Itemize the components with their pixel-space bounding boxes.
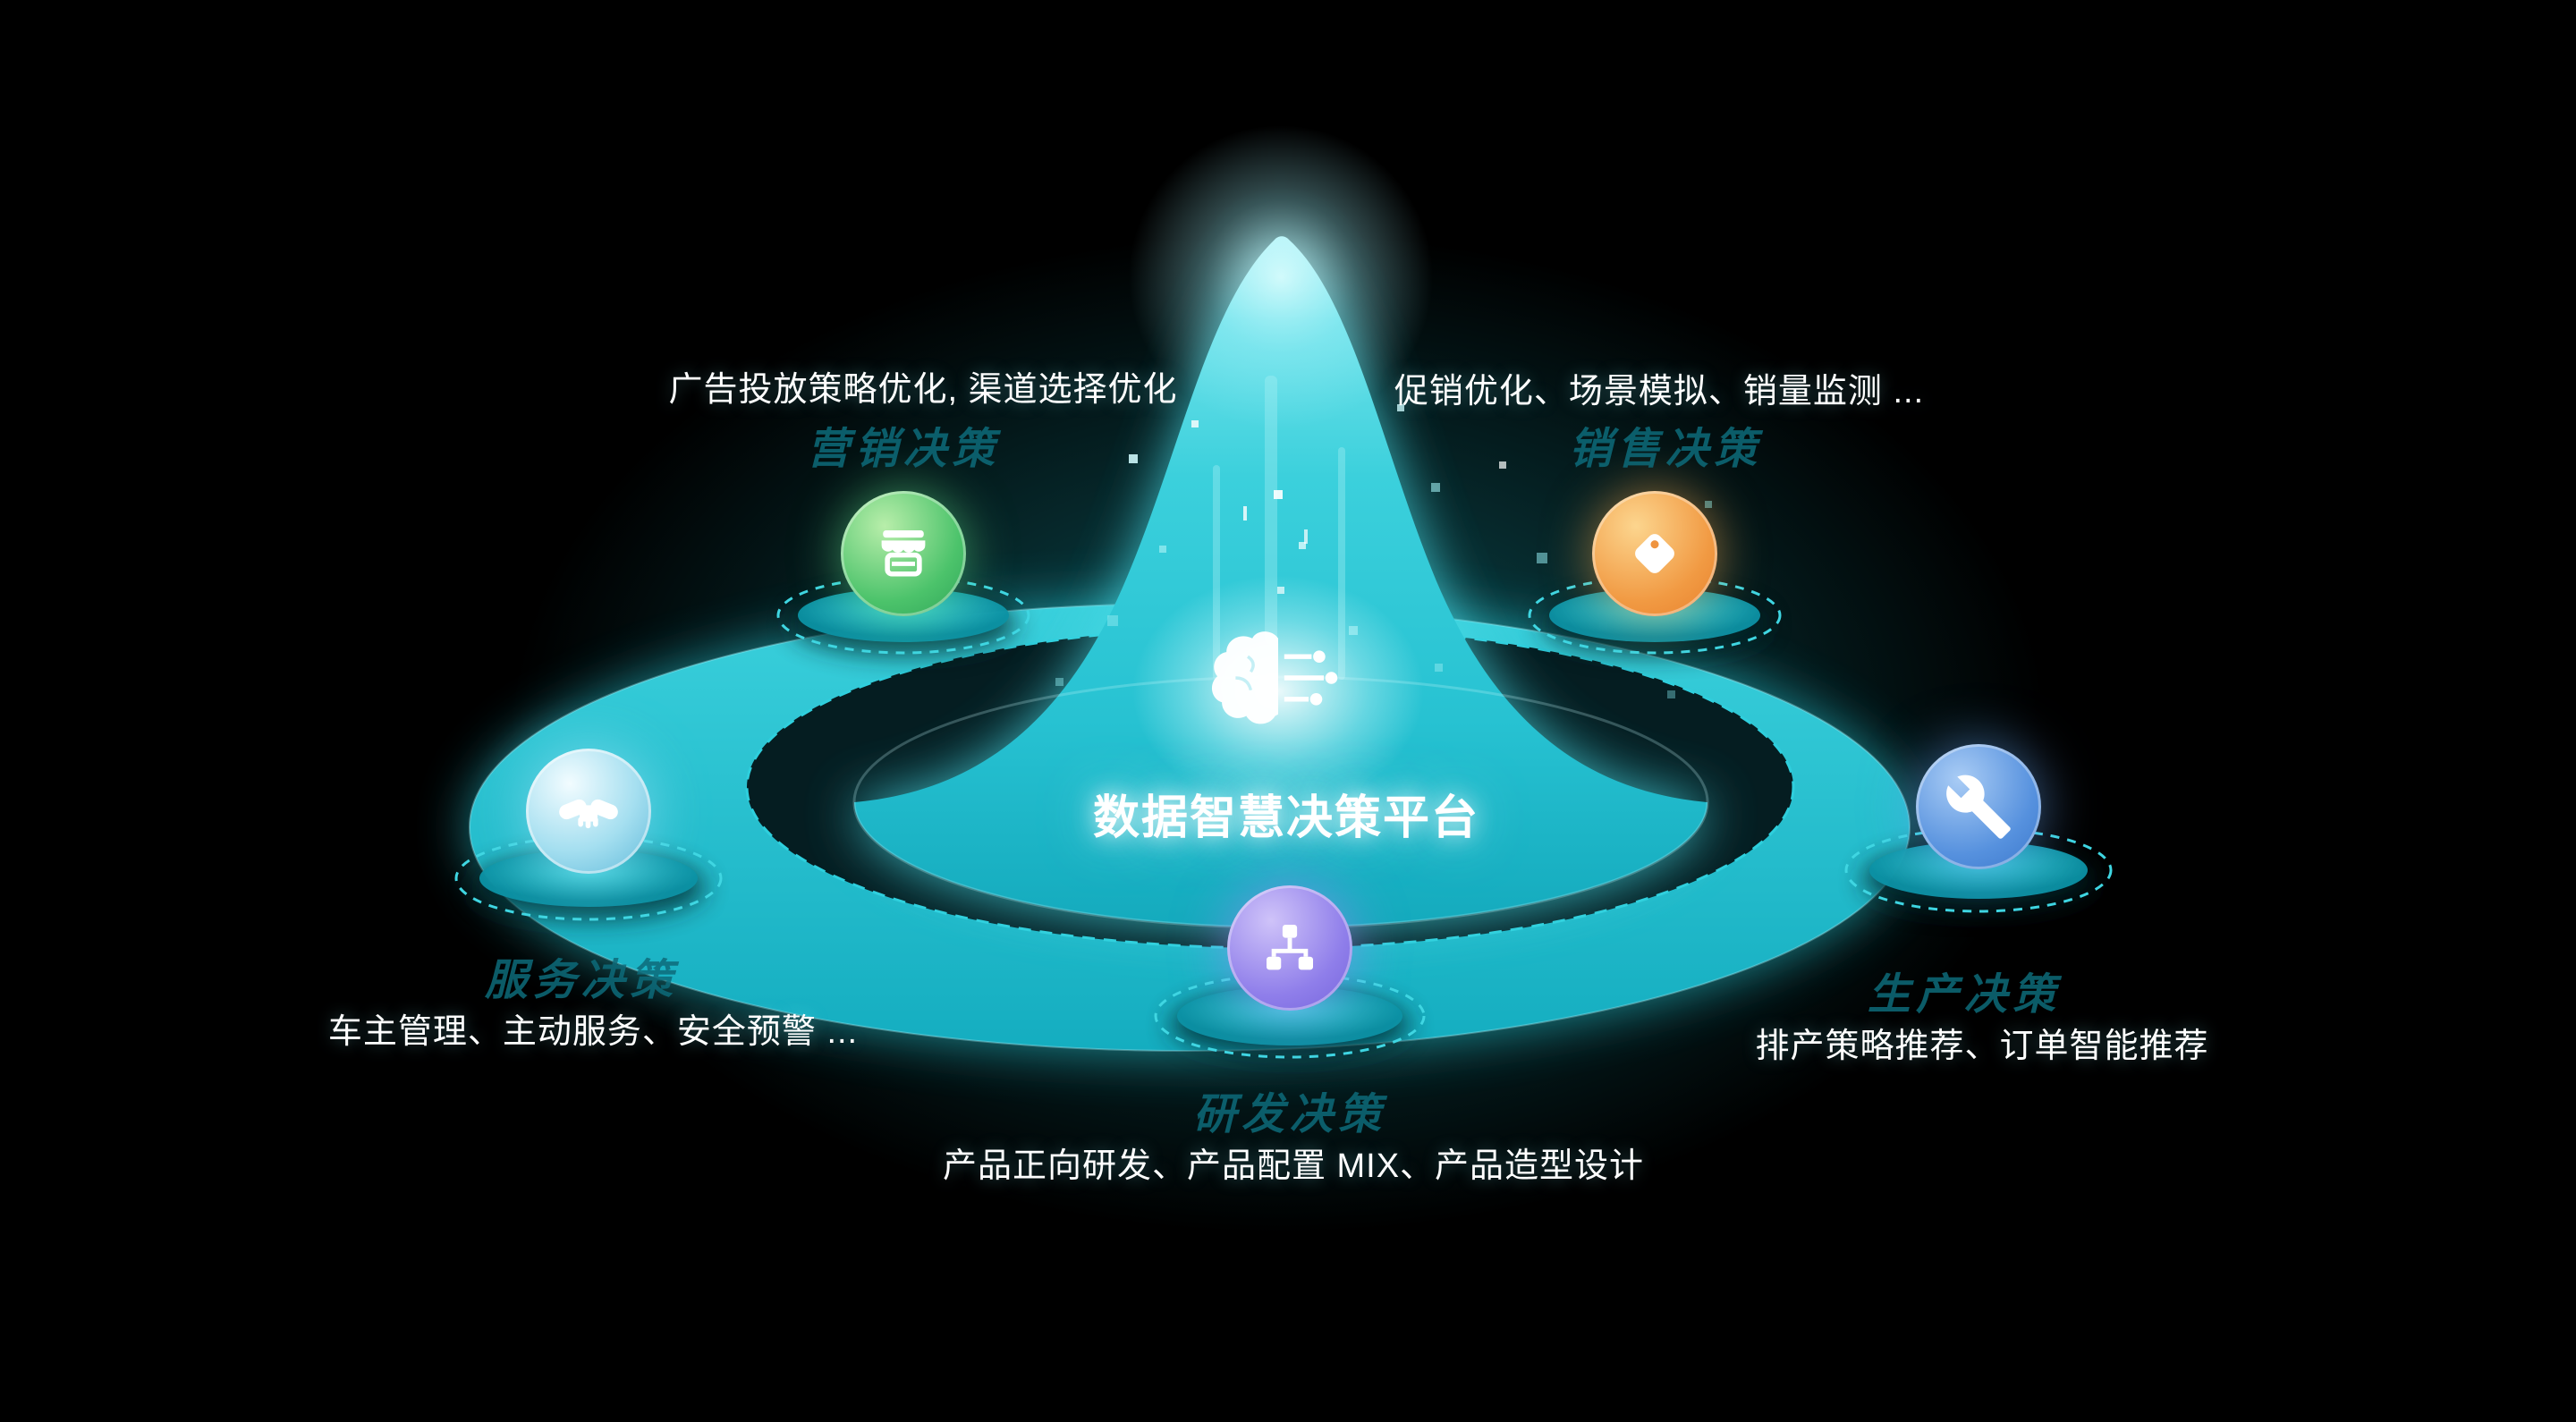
- service-label: 服务决策: [484, 957, 679, 1004]
- production-desc: 排产策略推荐、订单智能推荐: [1755, 1028, 2209, 1065]
- platform-production: [1844, 827, 2113, 913]
- sales-label: 销售决策: [1568, 426, 1763, 473]
- production-label: 生产决策: [1867, 971, 2062, 1019]
- platform-marketing: [776, 576, 1030, 655]
- platform-title: 数据智慧决策平台: [1092, 792, 1480, 844]
- marketing-label: 营销决策: [806, 426, 1001, 473]
- platform-rnd: [1154, 973, 1426, 1059]
- service-desc: 车主管理、主动服务、安全预警 ...: [327, 1013, 859, 1051]
- handshake-icon: [559, 799, 618, 829]
- peak-glow: [1129, 125, 1433, 429]
- price-tag-icon: [1635, 534, 1674, 573]
- marketing-desc: 广告投放策略优化, 渠道选择优化: [668, 371, 1178, 409]
- production-node: [1916, 744, 2041, 869]
- platform-service: [454, 835, 723, 921]
- wrench-icon: [1946, 774, 2011, 839]
- hierarchy-icon: [1267, 925, 1313, 970]
- rnd-desc: 产品正向研发、产品配置 MIX、产品造型设计: [942, 1147, 1645, 1185]
- rnd-node: [1227, 885, 1352, 1011]
- brain-circuit-icon: [1211, 631, 1338, 724]
- storefront-icon: [881, 530, 926, 577]
- sales-node: [1592, 491, 1717, 616]
- rnd-label: 研发决策: [1192, 1091, 1387, 1138]
- sales-desc: 促销优化、场景模拟、销量监测 ...: [1394, 373, 1925, 411]
- marketing-node: [841, 491, 966, 616]
- service-node: [526, 749, 651, 874]
